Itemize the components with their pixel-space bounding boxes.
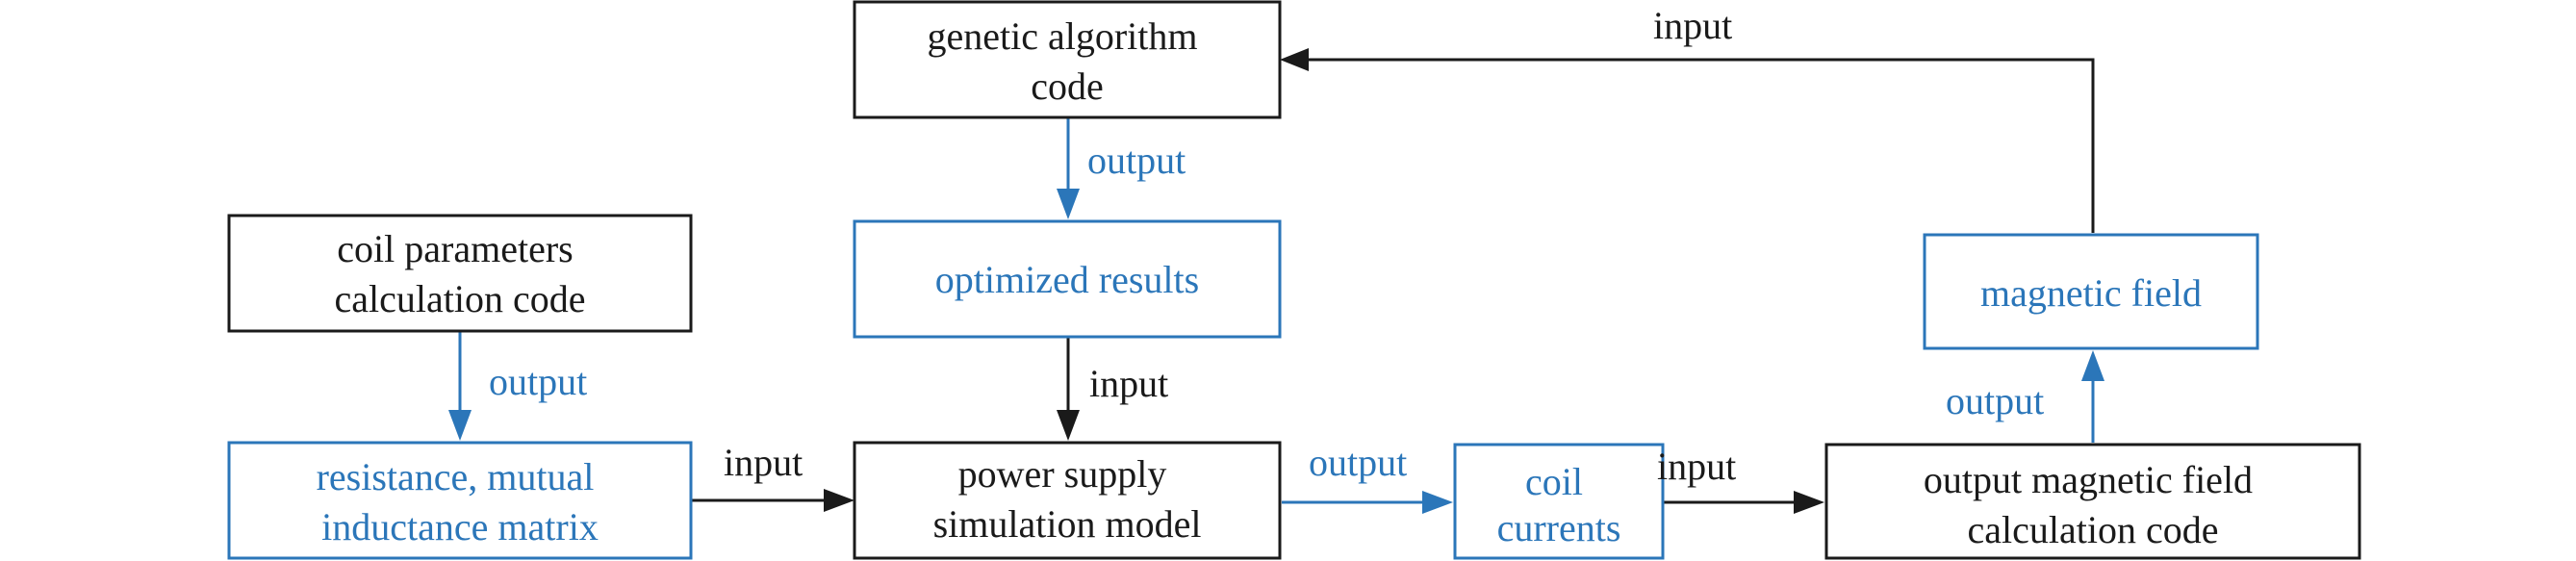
- label-coil-output: output: [489, 360, 587, 403]
- box-line: resistance, mutual: [317, 455, 595, 498]
- arrow-ga-output-head: [1057, 189, 1080, 219]
- arrows: [448, 48, 2104, 514]
- box-line: coil: [1525, 460, 1583, 503]
- arrow-res-input-head: [824, 489, 854, 512]
- svg-text:genetic algorithm code: genetic algorithm code: [927, 14, 1207, 108]
- label-currents-input: input: [1657, 445, 1736, 488]
- svg-text:optimized results: optimized results: [935, 258, 1199, 301]
- box-line: inductance matrix: [321, 505, 599, 548]
- box-line: code: [1031, 64, 1104, 108]
- arrow-labels: input output input output input output i…: [489, 4, 2044, 488]
- box-line: coil parameters: [337, 227, 573, 270]
- box-magnetic-field: magnetic field: [1923, 233, 2259, 350]
- box-optimized-results: optimized results: [853, 219, 1282, 339]
- box-coil-currents: coil currents: [1453, 443, 1665, 560]
- arrow-currents-input-head: [1794, 491, 1824, 514]
- box-power-supply: power supply simulation model: [853, 441, 1282, 560]
- label-power-output: output: [1309, 441, 1407, 484]
- svg-text:coil currents: coil currents: [1497, 460, 1621, 549]
- svg-text:magnetic field: magnetic field: [1980, 271, 2202, 315]
- box-line: optimized results: [935, 258, 1199, 301]
- svg-text:resistance, mutual induc: resistance, mutual inductance matrix: [317, 455, 604, 548]
- box-line: power supply: [958, 452, 1167, 496]
- arrow-power-output-head: [1422, 491, 1453, 514]
- svg-text:power supply simulation: power supply simulation model: [933, 452, 1202, 546]
- box-coil-parameters: coil parameters calculation code: [227, 214, 693, 333]
- box-line: genetic algorithm: [927, 14, 1197, 58]
- label-field-output: output: [1946, 379, 2044, 422]
- label-opt-input: input: [1089, 362, 1168, 405]
- svg-text:coil parameters calculat: coil parameters calculation code: [335, 227, 586, 320]
- arrow-feedback-head: [1280, 48, 1309, 71]
- arrow-opt-input-head: [1057, 410, 1080, 441]
- box-genetic-algorithm: genetic algorithm code: [853, 0, 1282, 119]
- box-line: currents: [1497, 506, 1621, 549]
- label-ga-output: output: [1087, 139, 1186, 182]
- box-line: output magnetic field: [1924, 458, 2253, 501]
- arrow-field-output-head: [2081, 350, 2104, 381]
- box-line: magnetic field: [1980, 271, 2202, 315]
- label-feedback-input: input: [1653, 4, 1732, 47]
- box-line: calculation code: [335, 277, 586, 320]
- box-resistance-matrix: resistance, mutual inductance matrix: [227, 441, 693, 560]
- arrow-feedback: [1307, 58, 2095, 233]
- box-line: simulation model: [933, 502, 1202, 546]
- svg-text:output magnetic field ca: output magnetic field calculation code: [1924, 458, 2262, 551]
- arrow-coil-output-head: [448, 410, 472, 441]
- box-line: calculation code: [1968, 508, 2219, 551]
- box-output-field-code: output magnetic field calculation code: [1824, 443, 2361, 560]
- label-res-input: input: [724, 441, 803, 484]
